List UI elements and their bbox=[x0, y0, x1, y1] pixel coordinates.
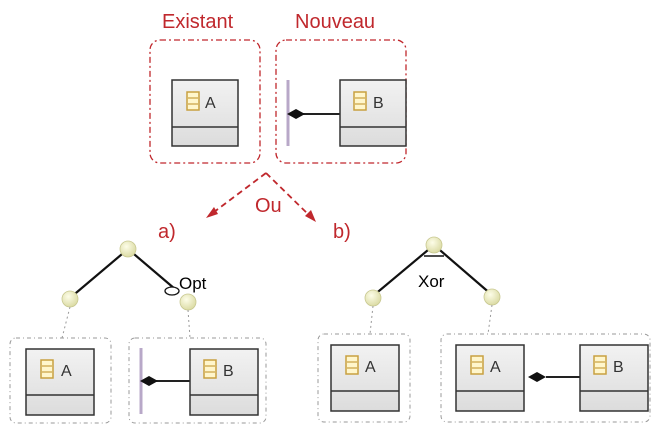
root-node bbox=[119, 240, 137, 258]
class-b-label: B bbox=[613, 359, 624, 376]
composition-diamond bbox=[287, 109, 305, 119]
class-icon bbox=[345, 355, 359, 375]
class-a-label: A bbox=[205, 95, 216, 112]
tree-b bbox=[364, 236, 501, 335]
class-a-existing: A bbox=[171, 79, 239, 147]
class-a-composed: A bbox=[455, 344, 525, 412]
existant-region bbox=[149, 39, 261, 164]
tree-a bbox=[61, 240, 197, 339]
child-node bbox=[61, 290, 79, 308]
class-icon bbox=[353, 91, 367, 111]
feature-box-b bbox=[128, 337, 267, 424]
feature-box-a bbox=[9, 337, 112, 424]
child-node bbox=[483, 288, 501, 306]
header-nouveau: Nouveau bbox=[295, 11, 375, 33]
class-b-label: B bbox=[223, 363, 234, 380]
composition-diamond bbox=[140, 376, 158, 386]
choice-arrows bbox=[206, 172, 316, 222]
composition-a-b bbox=[528, 372, 580, 382]
class-icon bbox=[186, 91, 200, 111]
class-b-label: B bbox=[373, 95, 384, 112]
or-label: Ou bbox=[255, 195, 282, 217]
class-a-label: A bbox=[490, 359, 501, 376]
child-node bbox=[364, 289, 382, 307]
class-a-label: A bbox=[61, 363, 72, 380]
root-node bbox=[425, 236, 443, 254]
class-b-option-a: B bbox=[139, 348, 259, 416]
class-icon bbox=[470, 355, 484, 375]
class-a-option-a: A bbox=[25, 348, 95, 416]
child-node bbox=[179, 293, 197, 311]
class-icon bbox=[203, 359, 217, 379]
option-b-label: b) bbox=[333, 221, 351, 243]
composition-diamond bbox=[528, 372, 546, 382]
feature-box-a bbox=[317, 333, 411, 423]
class-b-composed: B bbox=[579, 344, 649, 412]
class-a-label: A bbox=[365, 359, 376, 376]
optional-marker bbox=[164, 286, 180, 296]
class-icon bbox=[40, 359, 54, 379]
xor-label: Xor bbox=[418, 272, 445, 291]
class-icon bbox=[593, 355, 607, 375]
option-a-label: a) bbox=[158, 221, 176, 243]
header-existant: Existant bbox=[162, 11, 234, 33]
opt-label: Opt bbox=[179, 274, 207, 293]
class-a-option-b: A bbox=[330, 344, 400, 412]
class-b-new: B bbox=[286, 79, 407, 147]
feature-box-ab bbox=[440, 333, 651, 423]
